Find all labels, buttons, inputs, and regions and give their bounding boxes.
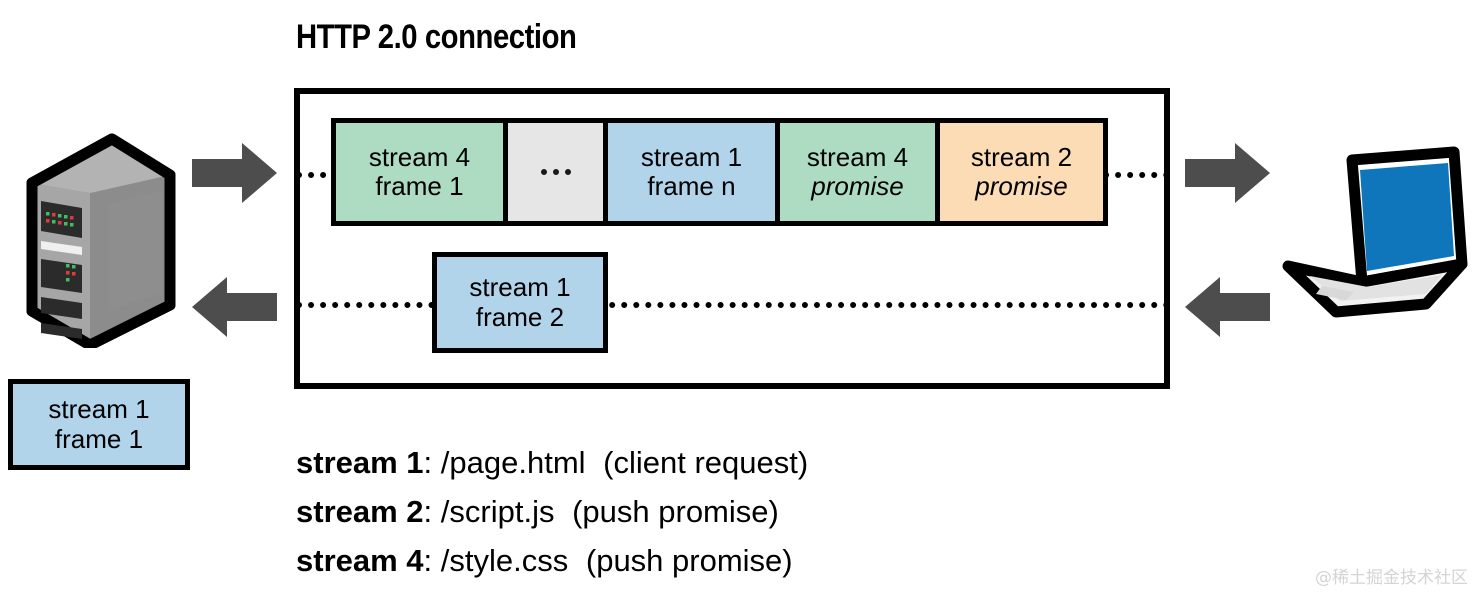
arrow-left-icon <box>192 275 278 344</box>
frame-line-2: frame 1 <box>54 423 144 454</box>
frame-line-2: frame 1 <box>375 171 464 201</box>
frame-box-origin-stream1-frame1: stream 1 frame 1 <box>8 379 190 470</box>
legend-resource: /script.js <box>440 494 555 529</box>
frame-line-1: stream 1 <box>640 141 743 172</box>
frame-box-stream1-framen: stream 1 frame n <box>603 118 780 226</box>
legend-stream-name: stream 4 <box>296 543 424 578</box>
frame-line-2: frame 2 <box>475 301 565 332</box>
laptop-icon <box>1276 136 1472 326</box>
arrow-left-icon <box>1185 275 1271 344</box>
ellipsis-icon <box>540 169 571 175</box>
frame-line-2: frame n <box>647 171 736 201</box>
server-icon <box>26 133 176 353</box>
arrow-right-icon <box>1185 141 1271 210</box>
frame-line-2: promise <box>811 171 904 201</box>
legend-resource: /page.html <box>440 445 586 480</box>
frame-box-stream1-frame2: stream 1 frame 2 <box>432 252 608 353</box>
legend-note: (client request) <box>603 445 809 480</box>
legend-separator: : <box>423 494 433 529</box>
frame-line-1: stream 4 <box>368 141 471 172</box>
downstream-dotted-line <box>296 302 1170 308</box>
frame-strip: stream 4 frame 1 stream 1 frame n stream… <box>331 118 1108 226</box>
legend-stream-name: stream 1 <box>296 445 424 480</box>
frame-line-1: stream 1 <box>469 272 571 303</box>
frame-box-stream4-frame1: stream 4 frame 1 <box>331 118 508 226</box>
page-title: HTTP 2.0 connection <box>296 18 577 56</box>
frame-box-ellipsis <box>503 118 608 226</box>
frame-line-1: stream 2 <box>970 141 1073 172</box>
watermark: @稀土掘金技术社区 <box>1315 568 1468 588</box>
legend-resource: /style.css <box>440 543 569 578</box>
frame-box-stream2-promise: stream 2 promise <box>935 118 1108 226</box>
legend-note: (push promise) <box>585 543 793 578</box>
legend-note: (push promise) <box>572 494 779 529</box>
frame-line-1: stream 1 <box>48 394 150 425</box>
legend-separator: : <box>423 445 433 480</box>
arrow-right-icon <box>192 141 278 210</box>
frame-box-stream4-promise: stream 4 promise <box>775 118 940 226</box>
legend-stream-name: stream 2 <box>296 494 424 529</box>
legend-row: stream 4: /style.css (push promise) <box>296 536 808 585</box>
frame-line-1: stream 4 <box>806 141 909 172</box>
frame-line-2: promise <box>975 171 1068 201</box>
legend-row: stream 1: /page.html (client request) <box>296 438 808 487</box>
legend-row: stream 2: /script.js (push promise) <box>296 487 808 536</box>
legend-separator: : <box>423 543 433 578</box>
legend: stream 1: /page.html (client request) st… <box>296 438 808 585</box>
